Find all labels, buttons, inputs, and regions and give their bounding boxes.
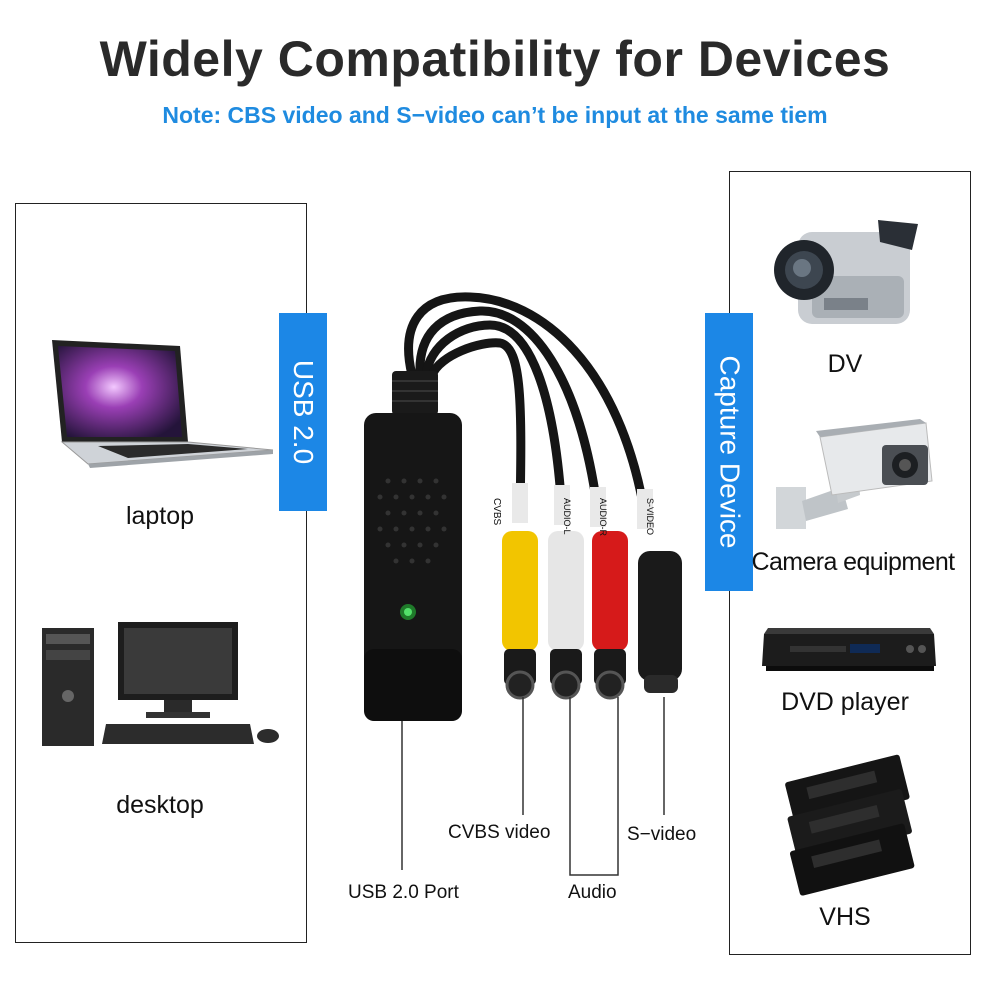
left-panel-host-devices (15, 203, 307, 943)
dvd-player-label: DVD player (781, 688, 909, 716)
audio-r-tag: AUDIO-R (598, 498, 608, 536)
cvbs-video-callout: CVBS video (448, 822, 551, 843)
compatibility-note: Note: CBS video and S−video can’t be inp… (162, 102, 828, 128)
audio-l-tag: AUDIO-L (562, 498, 572, 535)
usb-port-callout: USB 2.0 Port (348, 882, 459, 903)
audio-callout: Audio (568, 882, 617, 903)
dv-label: DV (827, 350, 863, 378)
usb-tab-label: USB 2.0 (288, 359, 319, 465)
camcorder-icon (774, 220, 918, 324)
vhs-tapes-icon (785, 754, 915, 896)
capture-device-tab: Capture Device (705, 313, 753, 591)
desktop-computer-icon (42, 622, 279, 746)
laptop-label: laptop (125, 502, 195, 530)
s-video-callout: S−video (627, 824, 697, 845)
desktop-label: desktop (116, 791, 204, 819)
vhs-label: VHS (819, 903, 871, 931)
dvd-player-icon (762, 628, 936, 671)
security-camera-icon (776, 419, 933, 529)
cvbs-tag: CVBS (491, 498, 502, 526)
s-video-tag: S-VIDEO (645, 498, 655, 536)
laptop-icon (52, 340, 274, 468)
usb-video-capture-adapter (364, 292, 682, 876)
page-title: Widely Compatibility for Devices (99, 31, 891, 87)
usb-tab: USB 2.0 (279, 313, 327, 511)
camera-equipment-label: Camera equipment (751, 548, 955, 576)
